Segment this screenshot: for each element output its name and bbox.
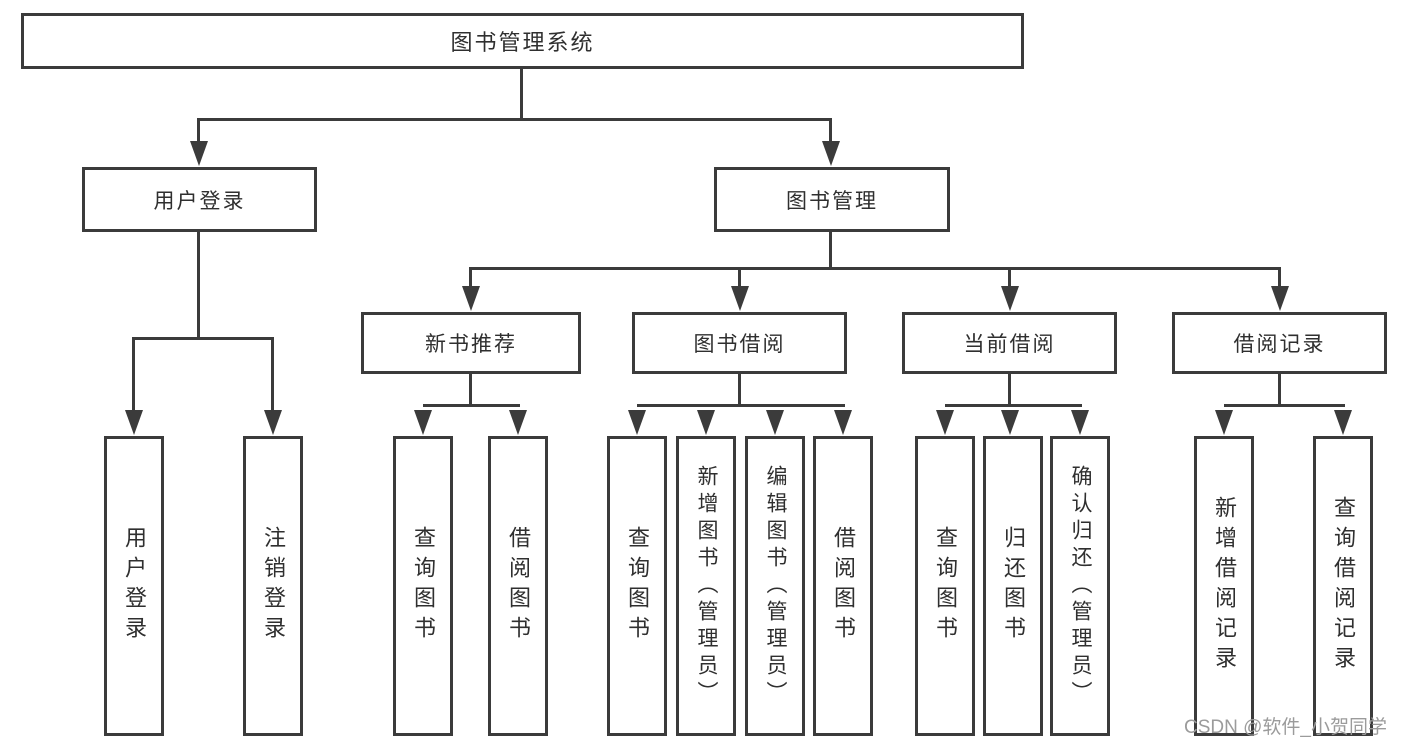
connector-new-books-stem [469,374,472,407]
arrow-to-leaf-bb-borrow [834,410,852,435]
arrow-to-leaf-cb-query [936,410,954,435]
connector-user-login-rail [134,337,274,340]
arrow-to-new-books [462,286,480,311]
node-new-books: 新书推荐 [361,312,581,374]
node-book-borrow-label: 图书借阅 [693,333,786,356]
leaf-bb-edit-books-admin-label: 编辑图书（管理员） [764,464,787,708]
arrow-to-user-login [190,141,208,166]
connector-current-borrow-drop [1008,267,1011,287]
node-new-books-label: 新书推荐 [425,333,517,356]
arrow-to-book-mgmt [822,141,840,166]
connector-borrow-records-rail [1224,404,1345,407]
connector-book-borrow-stem [738,374,741,407]
arrow-to-leaf-bb-add [697,410,715,435]
leaf-bb-edit-books-admin: 编辑图书（管理员） [745,436,805,736]
connector-book-mgmt-drop [829,118,832,143]
leaf-cb-query-books: 查询图书 [915,436,975,736]
node-current-borrow: 当前借阅 [902,312,1117,374]
connector-leaf-user-login-drop [132,337,135,411]
connector-new-books-drop [469,267,472,287]
node-book-borrow: 图书借阅 [632,312,847,374]
leaf-br-query-record: 查询借阅记录 [1313,436,1373,736]
connector-book-borrow-rail [637,404,845,407]
node-current-borrow-label: 当前借阅 [963,333,1056,356]
arrow-to-leaf-cb-return [1001,410,1019,435]
arrow-to-leaf-logout [264,410,282,435]
arrow-to-leaf-br-query [1334,410,1352,435]
node-root: 图书管理系统 [21,13,1024,69]
leaf-bb-add-books-admin-label: 新增图书（管理员） [695,464,718,708]
connector-leaf-logout-drop [271,337,274,411]
arrow-to-current-borrow [1001,286,1019,311]
leaf-user-login-label: 用户登录 [122,526,147,646]
connector-current-borrow-rail [945,404,1082,407]
arrow-to-book-borrow [731,286,749,311]
leaf-bb-borrow-books: 借阅图书 [813,436,873,736]
arrow-to-leaf-bb-edit [766,410,784,435]
csdn-watermark: CSDN @软件_小贺同学 [1184,717,1387,738]
arrow-to-leaf-cb-confirm [1071,410,1089,435]
leaf-cb-return-books-label: 归还图书 [1001,526,1026,646]
connector-book-mgmt-stem [829,232,832,269]
node-user-login-label: 用户登录 [153,189,246,213]
leaf-nb-query-books: 查询图书 [393,436,453,736]
arrow-to-leaf-bb-query [628,410,646,435]
arrow-to-leaf-nb-query [414,410,432,435]
node-borrow-records-label: 借阅记录 [1233,333,1326,356]
leaf-nb-query-books-label: 查询图书 [411,526,436,646]
node-book-mgmt: 图书管理 [714,167,950,232]
connector-new-books-rail [423,404,520,407]
leaf-user-login: 用户登录 [104,436,164,736]
connector-borrow-records-drop [1278,267,1281,287]
arrow-to-leaf-nb-borrow [509,410,527,435]
leaf-cb-return-books: 归还图书 [983,436,1043,736]
leaf-logout-label: 注销登录 [261,526,286,646]
node-root-label: 图书管理系统 [450,30,595,55]
connector-book-borrow-drop [738,267,741,287]
connector-current-borrow-stem [1008,374,1011,407]
connector-user-login-drop [197,118,200,143]
leaf-nb-borrow-books-label: 借阅图书 [506,526,531,646]
leaf-bb-query-books-label: 查询图书 [625,526,650,646]
leaf-cb-query-books-label: 查询图书 [933,526,958,646]
connector-user-login-stem [197,232,200,339]
leaf-br-query-record-label: 查询借阅记录 [1331,496,1356,676]
leaf-cb-confirm-return-admin-label: 确认归还（管理员） [1069,464,1092,708]
connector-level2-rail [197,118,832,121]
node-borrow-records: 借阅记录 [1172,312,1387,374]
node-book-mgmt-label: 图书管理 [786,189,878,213]
connector-root-stem [520,69,523,119]
leaf-br-add-record: 新增借阅记录 [1194,436,1254,736]
leaf-bb-query-books: 查询图书 [607,436,667,736]
leaf-cb-confirm-return-admin: 确认归还（管理员） [1050,436,1110,736]
arrow-to-borrow-records [1271,286,1289,311]
leaf-br-add-record-label: 新增借阅记录 [1212,496,1237,676]
leaf-logout: 注销登录 [243,436,303,736]
leaf-nb-borrow-books: 借阅图书 [488,436,548,736]
connector-level3-rail [471,267,1281,270]
arrow-to-leaf-user-login [125,410,143,435]
arrow-to-leaf-br-add [1215,410,1233,435]
leaf-bb-borrow-books-label: 借阅图书 [831,526,856,646]
node-user-login: 用户登录 [82,167,317,232]
leaf-bb-add-books-admin: 新增图书（管理员） [676,436,736,736]
connector-borrow-records-stem [1278,374,1281,407]
